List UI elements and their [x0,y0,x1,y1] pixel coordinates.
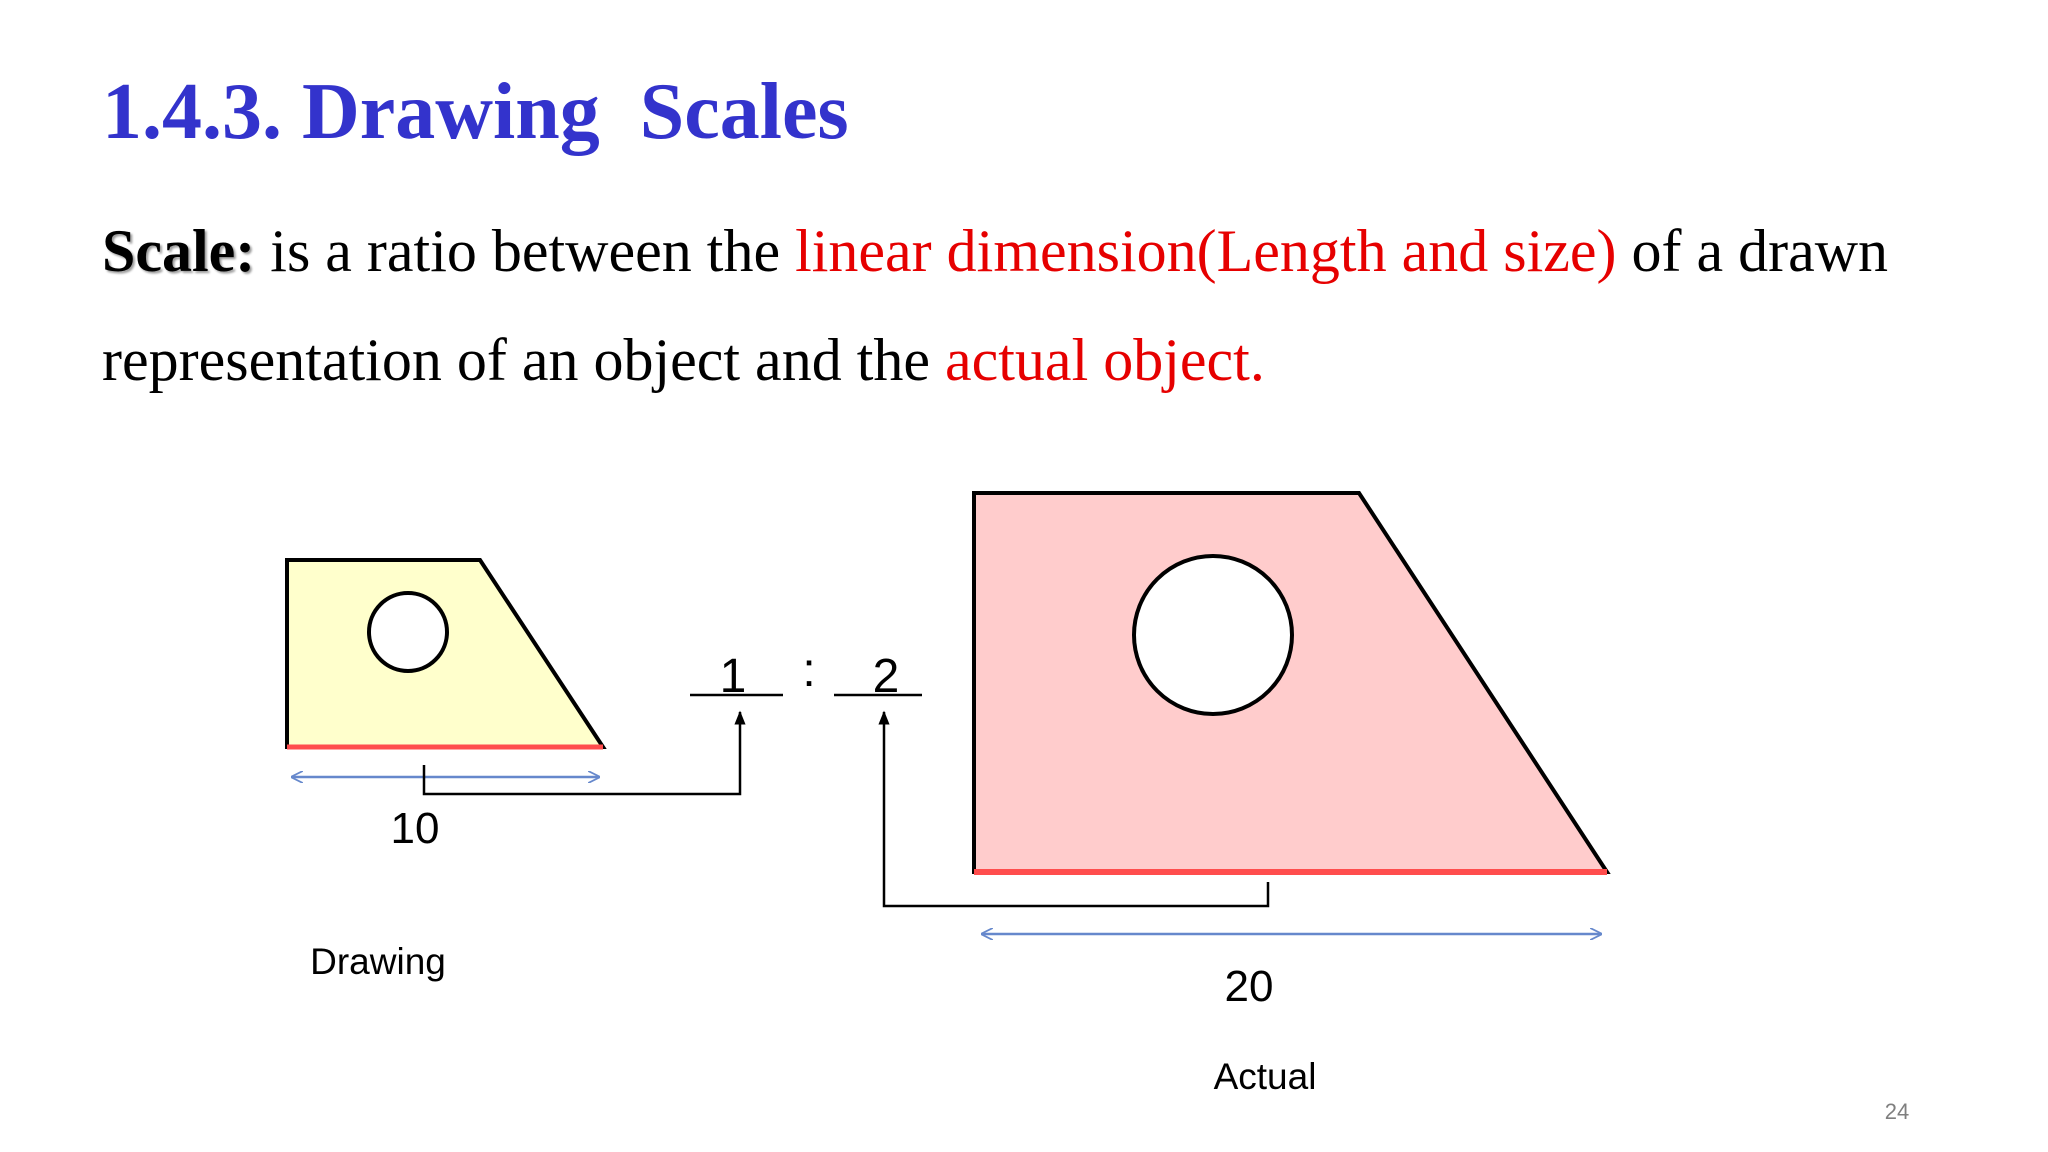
actual-hole [1132,554,1294,716]
actual-trapezoid [972,491,1611,874]
definition-text-2: of a drawn [1616,218,1889,284]
definition-term: Scale: [102,218,256,284]
actual-leader-line [878,710,1270,908]
definition-highlight-2: actual object. [945,327,1265,393]
page-number: 24 [1884,1099,1910,1124]
actual-shape [972,491,1611,875]
drawing-dimension-value: 10 [391,804,440,853]
drawing-trapezoid [285,558,607,749]
definition-text-1: is a ratio between the [255,218,796,284]
definition-highlight-1: linear dimension(Length and size) [795,218,1617,284]
actual-label: Actual [1214,1056,1317,1097]
drawing-shape [285,558,607,750]
drawing-hole [367,591,449,673]
drawing-leader-line [422,710,746,796]
slide-title: 1.4.3. Drawing Scales [102,68,849,156]
drawing-label: Drawing [310,941,446,982]
definition-line-2: representation of an object and the actu… [102,327,1982,393]
actual-dimension-value: 20 [1225,962,1274,1011]
scale-ratio: 1 : 2 [690,644,922,703]
definition-text-3: representation of an object and the [102,327,945,393]
ratio-separator: : [802,644,815,697]
definition-line-1: Scale: is a ratio between the linear dim… [102,218,1982,284]
